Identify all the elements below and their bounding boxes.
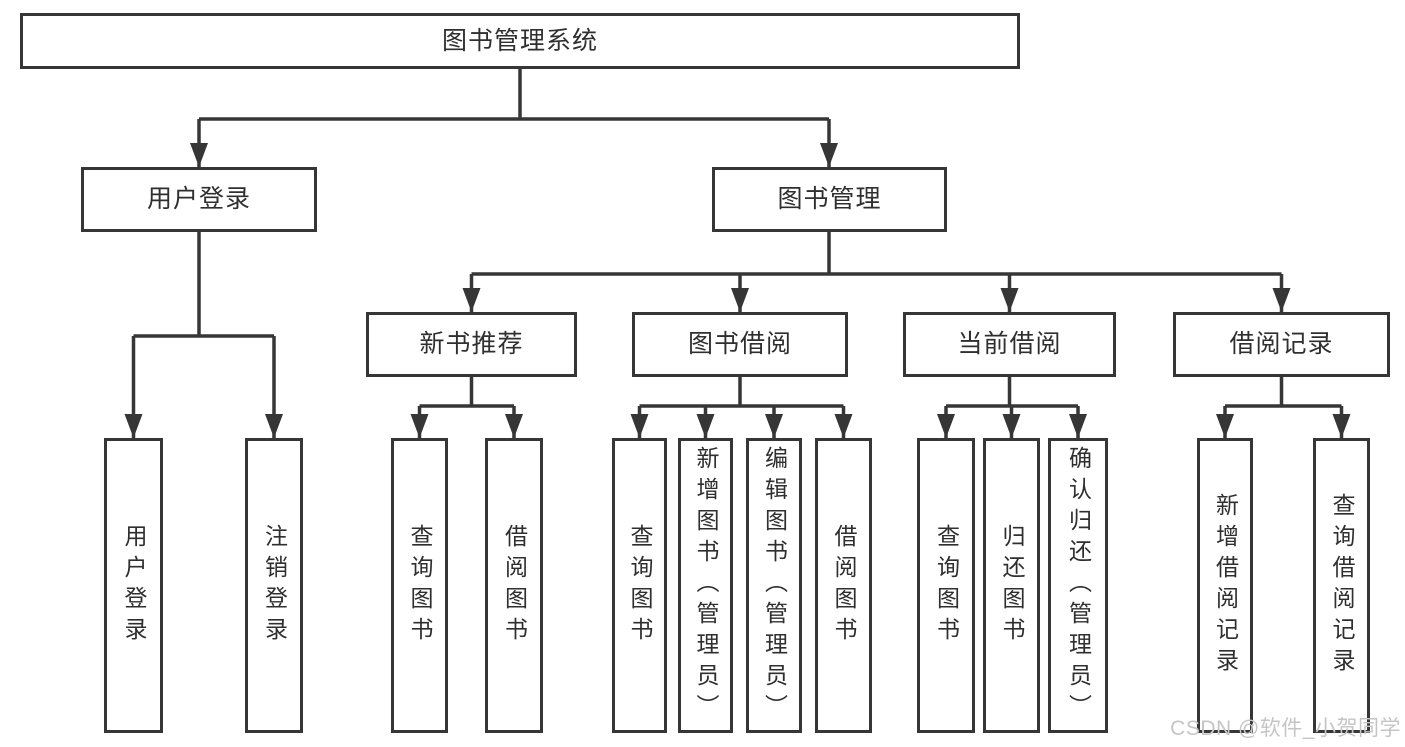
- leaf-records-add-record-label: 新增借阅记录: [1212, 492, 1239, 679]
- leaf-records-query-record: 查询借阅记录: [1313, 438, 1370, 733]
- leaf-records-query-record-label: 查询借阅记录: [1329, 492, 1355, 679]
- node-book-management: 图书管理: [712, 167, 947, 232]
- node-borrow-records: 借阅记录: [1173, 312, 1390, 377]
- node-borrow-records-label: 借阅记录: [1229, 330, 1334, 358]
- leaf-borrow-edit-book-admin-label: 编辑图书（管理员）: [761, 446, 788, 725]
- leaf-current-query-book-label: 查询图书: [933, 523, 960, 648]
- leaf-user-login: 用户登录: [104, 438, 163, 733]
- leaf-borrow-borrow-book-label: 借阅图书: [831, 523, 857, 648]
- node-user-login-label: 用户登录: [146, 185, 251, 213]
- leaf-logout-label: 注销登录: [261, 523, 288, 648]
- wire-line: [639, 377, 844, 408]
- wire-line: [946, 377, 1078, 408]
- leaf-newbook-borrow-book-label: 借阅图书: [501, 523, 528, 648]
- connector-book-borrow-to-leaves: [630, 377, 853, 438]
- node-book-management-label: 图书管理: [777, 185, 882, 213]
- node-root-label: 图书管理系统: [441, 26, 598, 55]
- connector-borrow-records-to-leaves: [1216, 377, 1351, 438]
- leaf-current-return-book: 归还图书: [983, 438, 1040, 733]
- leaf-borrow-add-book-admin: 新增图书（管理员）: [678, 438, 733, 733]
- leaf-newbook-query-book-label: 查询图书: [407, 523, 433, 648]
- leaf-current-query-book: 查询图书: [917, 438, 975, 733]
- leaf-borrow-query-book: 查询图书: [612, 438, 667, 733]
- connector-user-login-to-leaves: [124, 232, 283, 438]
- leaf-newbook-query-book: 查询图书: [391, 438, 448, 733]
- connector-new-book-recommend-to-leaves: [410, 377, 523, 438]
- node-new-book-recommend: 新书推荐: [366, 312, 577, 377]
- wire-line: [471, 232, 1282, 276]
- node-book-borrow-label: 图书借阅: [687, 330, 792, 358]
- connector-root-to-level2: [190, 69, 838, 167]
- node-current-borrow: 当前借阅: [903, 312, 1116, 377]
- leaf-newbook-borrow-book: 借阅图书: [485, 438, 543, 733]
- leaf-logout: 注销登录: [245, 438, 303, 733]
- node-root: 图书管理系统: [20, 13, 1020, 69]
- node-current-borrow-label: 当前借阅: [957, 330, 1062, 358]
- leaf-current-return-book-label: 归还图书: [999, 523, 1025, 648]
- wire-line: [419, 377, 514, 408]
- node-new-book-recommend-label: 新书推荐: [419, 330, 524, 358]
- leaf-current-confirm-return-admin-label: 确认归还（管理员）: [1065, 446, 1092, 725]
- node-book-borrow: 图书借阅: [632, 312, 848, 377]
- wire-line: [133, 232, 274, 338]
- watermark: CSDN @软件_小贺同学: [1170, 717, 1401, 740]
- connector-book-management-to-level3: [462, 232, 1291, 312]
- leaf-user-login-label: 用户登录: [121, 523, 147, 648]
- wire-line: [199, 69, 829, 121]
- leaf-borrow-edit-book-admin: 编辑图书（管理员）: [746, 438, 802, 733]
- leaf-borrow-add-book-admin-label: 新增图书（管理员）: [693, 446, 719, 725]
- leaf-current-confirm-return-admin: 确认归还（管理员）: [1048, 438, 1108, 733]
- wire-line: [1225, 377, 1342, 408]
- leaf-records-add-record: 新增借阅记录: [1197, 438, 1253, 733]
- node-user-login: 用户登录: [81, 167, 317, 232]
- leaf-borrow-query-book-label: 查询图书: [627, 523, 653, 648]
- connector-current-borrow-to-leaves: [937, 377, 1087, 438]
- leaf-borrow-borrow-book: 借阅图书: [815, 438, 872, 733]
